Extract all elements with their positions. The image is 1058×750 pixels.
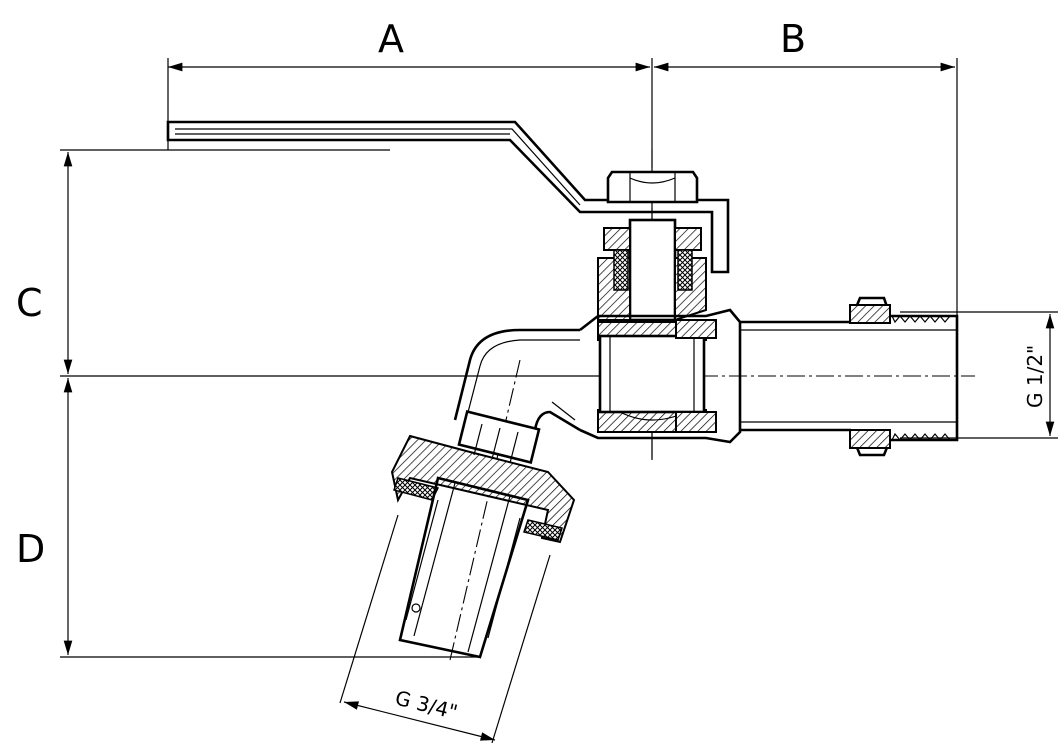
hose-coupling — [390, 409, 576, 544]
dim-b-label: B — [780, 17, 806, 61]
bonnet — [597, 218, 707, 322]
thread-outlet-label: G 3/4" — [393, 686, 460, 725]
stem-nut — [606, 170, 699, 204]
valve-body — [579, 308, 742, 444]
thread-inlet-label: G 1/2" — [1023, 345, 1047, 408]
dim-c-label: C — [16, 281, 43, 325]
hose-tail — [398, 476, 530, 659]
lever-handle — [166, 120, 730, 274]
dim-a-label: A — [378, 17, 404, 61]
inlet-pipe — [740, 296, 959, 457]
dim-d-label: D — [16, 527, 45, 571]
dimension-lines — [60, 58, 1058, 744]
